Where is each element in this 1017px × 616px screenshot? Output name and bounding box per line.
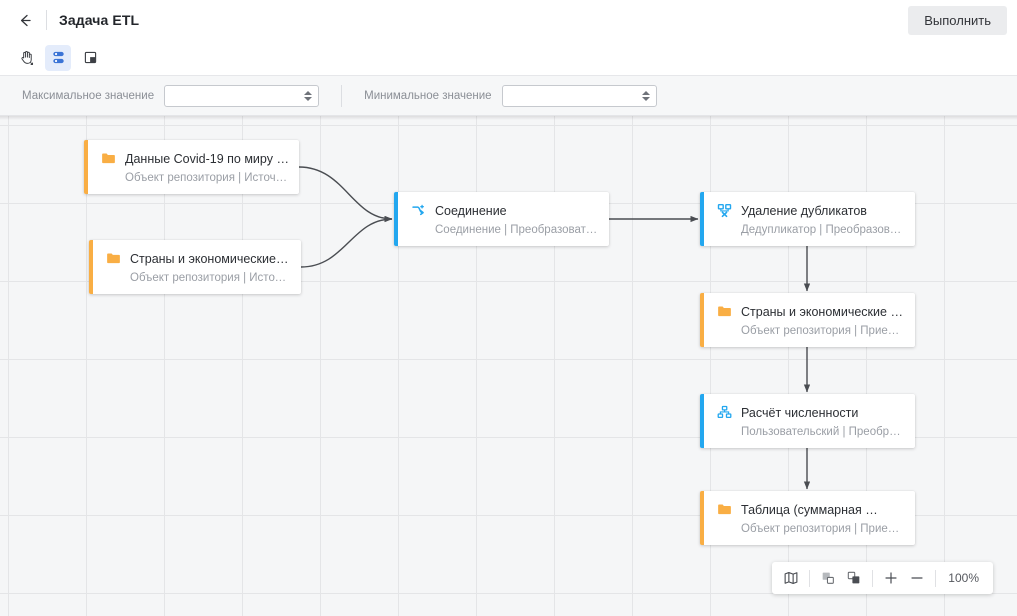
flow-node[interactable]: Данные Covid-19 по миру (Yan… Объект реп…	[84, 140, 299, 194]
params-divider	[341, 84, 343, 107]
node-body: Страны и экономические пок… Объект репоз…	[93, 240, 301, 294]
node-subtitle: Дедупликатор | Преобразователь	[741, 223, 905, 236]
node-header: Страны и экономические пок…	[716, 304, 905, 320]
node-header: Страны и экономические пок…	[105, 251, 291, 267]
flow-node[interactable]: Расчёт численности Пользовательский | Пр…	[700, 394, 915, 448]
flow-node[interactable]: Соединение Соединение | Преобразователь	[394, 192, 609, 246]
node-body: Страны и экономические пок… Объект репоз…	[704, 293, 915, 347]
node-title: Удаление дубликатов	[741, 203, 867, 218]
zoom-level[interactable]: 100%	[948, 571, 979, 585]
run-button[interactable]: Выполнить	[908, 5, 1007, 35]
folder-icon	[716, 304, 732, 320]
folder-icon	[105, 251, 121, 267]
fit-to-screen-icon	[822, 572, 835, 584]
node-title: Таблица (суммарная …	[741, 502, 878, 517]
max-value-input[interactable]	[165, 85, 319, 106]
min-value-input[interactable]	[502, 85, 656, 106]
minimap-button[interactable]	[778, 565, 804, 591]
stepper-down-icon[interactable]	[304, 96, 313, 101]
node-subtitle: Пользовательский | Преобразова…	[741, 425, 905, 438]
min-value-stepper[interactable]	[641, 90, 650, 101]
node-subtitle: Соединение | Преобразователь	[435, 223, 599, 236]
flow-layout-icon	[52, 51, 64, 64]
join-icon	[410, 203, 426, 219]
node-header: Данные Covid-19 по миру (Yan…	[100, 151, 289, 167]
parameters-bar: Максимальное значение Минимальное значен…	[0, 76, 1017, 116]
stepper-up-icon[interactable]	[641, 90, 650, 95]
page-title: Задача ETL	[59, 12, 140, 28]
flow-node[interactable]: Страны и экономические пок… Объект репоз…	[89, 240, 301, 294]
hand-icon	[20, 50, 33, 65]
zoom-toolbar: 100%	[772, 562, 993, 594]
zoombar-divider	[809, 569, 811, 587]
node-accent-bar	[700, 491, 704, 545]
min-value-label: Минимальное значение	[364, 89, 492, 102]
node-subtitle: Объект репозитория | Источник	[130, 271, 291, 284]
dedup-icon	[716, 203, 732, 219]
pan-hand-tool[interactable]	[13, 45, 39, 71]
max-value-spinner[interactable]	[164, 84, 320, 107]
node-body: Расчёт численности Пользовательский | Пр…	[704, 394, 915, 448]
min-value-group: Минимальное значение	[364, 84, 657, 107]
zoom-in-button[interactable]	[878, 565, 904, 591]
layout-flow-tool[interactable]	[45, 44, 71, 71]
flow-canvas[interactable]: Данные Covid-19 по миру (Yan… Объект реп…	[0, 116, 1017, 616]
resize-icon	[84, 51, 96, 64]
title-divider	[46, 10, 47, 30]
actual-size-icon	[848, 571, 860, 584]
zoombar-divider	[872, 569, 874, 587]
node-body: Таблица (суммарная … Объект репозитория …	[704, 491, 915, 545]
arrow-left-icon	[20, 14, 31, 26]
minus-icon	[911, 577, 923, 579]
map-icon	[784, 572, 798, 584]
node-accent-bar	[700, 394, 704, 448]
flow-node[interactable]: Таблица (суммарная … Объект репозитория …	[700, 491, 915, 545]
flow-node[interactable]: Страны и экономические пок… Объект репоз…	[700, 293, 915, 347]
actual-size-button[interactable]	[841, 565, 867, 591]
min-value-spinner[interactable]	[501, 84, 657, 107]
node-subtitle: Объект репозитория | Источник	[125, 171, 289, 184]
node-accent-bar	[394, 192, 398, 246]
node-title: Страны и экономические пок…	[130, 251, 291, 266]
tool-bar	[0, 40, 1017, 76]
node-title: Соединение	[435, 203, 507, 218]
node-body: Удаление дубликатов Дедупликатор | Преоб…	[704, 192, 915, 246]
zoombar-divider	[935, 569, 937, 587]
stepper-up-icon[interactable]	[304, 90, 313, 95]
max-value-group: Максимальное значение	[22, 84, 320, 107]
resize-tool[interactable]	[77, 45, 103, 71]
node-header: Соединение	[410, 203, 599, 219]
node-subtitle: Объект репозитория | Приемник	[741, 522, 905, 535]
node-accent-bar	[700, 293, 704, 347]
folder-icon	[100, 151, 116, 167]
node-accent-bar	[84, 140, 88, 194]
node-body: Данные Covid-19 по миру (Yan… Объект реп…	[88, 140, 299, 194]
node-title: Страны и экономические пок…	[741, 304, 905, 319]
node-accent-bar	[700, 192, 704, 246]
max-value-stepper[interactable]	[304, 90, 313, 101]
title-bar: Задача ETL Выполнить	[0, 0, 1017, 40]
zoom-out-button[interactable]	[904, 565, 930, 591]
node-body: Соединение Соединение | Преобразователь	[398, 192, 609, 246]
plus-icon	[885, 572, 897, 584]
fit-to-screen-button[interactable]	[815, 565, 841, 591]
folder-icon	[716, 502, 732, 518]
node-title: Расчёт численности	[741, 405, 859, 420]
node-subtitle: Объект репозитория | Приемник	[741, 324, 905, 337]
flow-node[interactable]: Удаление дубликатов Дедупликатор | Преоб…	[700, 192, 915, 246]
stepper-down-icon[interactable]	[641, 96, 650, 101]
node-header: Таблица (суммарная …	[716, 502, 905, 518]
node-header: Удаление дубликатов	[716, 203, 905, 219]
node-accent-bar	[89, 240, 93, 294]
back-button[interactable]	[12, 7, 38, 33]
hierarchy-icon	[716, 405, 732, 421]
node-title: Данные Covid-19 по миру (Yan…	[125, 151, 289, 166]
max-value-label: Максимальное значение	[22, 89, 155, 102]
node-header: Расчёт численности	[716, 405, 905, 421]
